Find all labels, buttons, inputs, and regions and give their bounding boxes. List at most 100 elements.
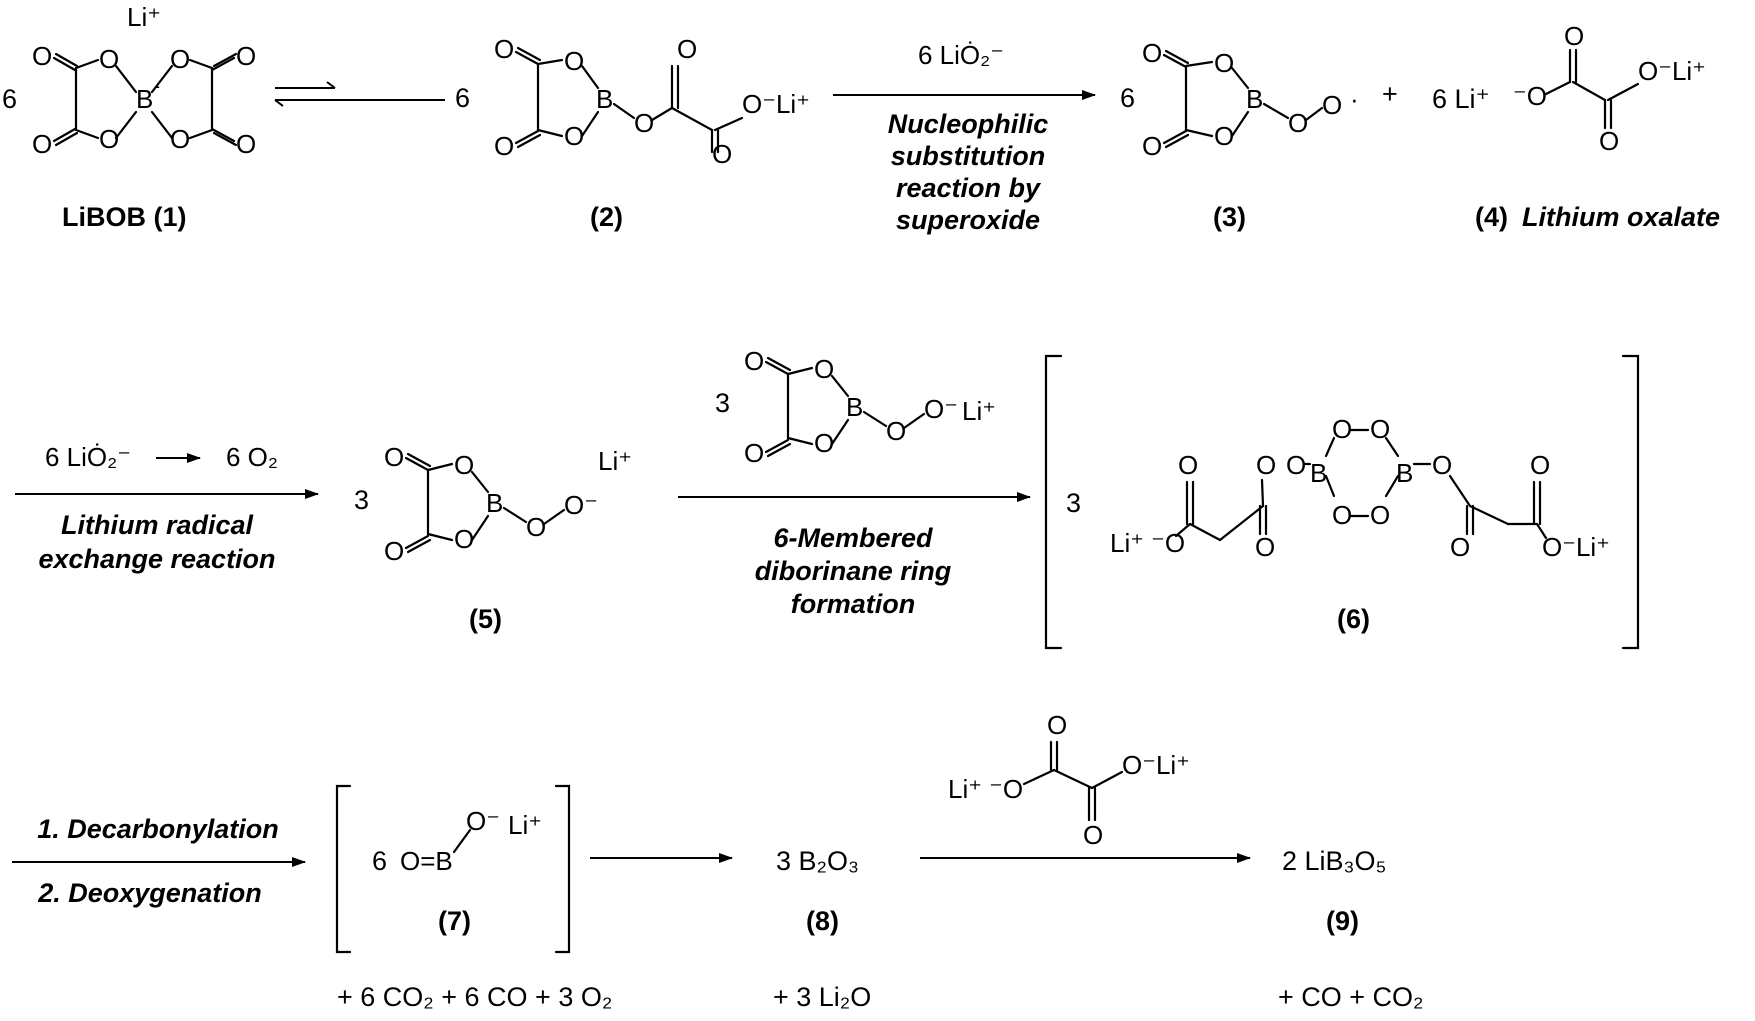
arrow2-top-left: 6 LiȮ₂⁻ [45, 442, 131, 472]
compound-5-label: (5) [469, 604, 502, 634]
svg-text:B: B [1246, 84, 1263, 114]
right-bracket-7 [554, 784, 571, 954]
arrow3-reagent-cation: Li⁺ [962, 396, 996, 426]
compound-6-left-ion: Li⁺ ⁻O [1110, 528, 1185, 558]
compound-9: 2 LiB₃O₅ (9) + CO + CO₂ [1278, 846, 1424, 1012]
compound-6-structure: 3 Li⁺ ⁻O O O O O B O O O O B O O O [1044, 354, 1640, 650]
compound-9-formula: 2 LiB₃O₅ [1282, 846, 1386, 876]
equilibrium-arrow [274, 81, 445, 107]
svg-text:O: O [99, 44, 119, 74]
left-bracket-7 [335, 784, 352, 954]
svg-text:O: O [814, 428, 834, 458]
arrow1-reagent: 6 LiȮ₂⁻ [918, 40, 1004, 70]
compound-3-structure: 6 O O O O B O O · + (3) [1120, 38, 1398, 232]
arrow6-left-ion: Li⁺ ⁻O [948, 774, 1023, 804]
svg-text:O: O [1322, 90, 1342, 120]
compound-6-right-ion: O⁻Li⁺ [1542, 532, 1610, 562]
compound-5-cation: Li⁺ [598, 446, 632, 476]
arrow1-caption-line2: substitution [891, 141, 1045, 171]
arrow3-caption-line2: diborinane ring [755, 556, 952, 586]
compound-5-end: O⁻ [564, 490, 598, 520]
compound-8-label: (8) [806, 906, 839, 936]
svg-text:O: O [494, 34, 514, 64]
compound-2-coefficient: 6 [455, 83, 470, 113]
compound-6-coefficient: 3 [1066, 488, 1081, 518]
compound-7-byproducts: + 6 CO₂ + 6 CO + 3 O₂ [337, 982, 612, 1012]
arrow6-right-ion: O⁻Li⁺ [1122, 750, 1190, 780]
compound-9-label: (9) [1326, 906, 1359, 936]
libob-cation: Li⁺ [127, 2, 161, 32]
svg-text:O: O [712, 139, 732, 169]
svg-text:O: O [1432, 450, 1452, 480]
compound-4-label-number: (4) [1475, 202, 1508, 232]
arrow1-caption-line3: reaction by [896, 173, 1042, 203]
svg-text:O: O [1083, 820, 1103, 850]
svg-text:B: B [1396, 458, 1413, 488]
compound-4-coefficient: 6 Li⁺ [1432, 84, 1490, 114]
svg-text:O: O [32, 41, 52, 71]
svg-text:O: O [886, 416, 906, 446]
svg-text:O: O [526, 512, 546, 542]
svg-text:O: O [1214, 48, 1234, 78]
svg-text:O: O [1288, 108, 1308, 138]
svg-text:O: O [1599, 126, 1619, 156]
compound-7-coefficient: 6 [372, 846, 387, 876]
svg-text:O: O [494, 131, 514, 161]
ring-formation-arrow: 3 O O O O B O O⁻ Li⁺ 6-Membered diborina… [678, 346, 1031, 619]
svg-text:O: O [677, 34, 697, 64]
arrow3-reagent-coefficient: 3 [715, 388, 730, 418]
svg-text:O: O [454, 450, 474, 480]
svg-text:O: O [32, 129, 52, 159]
arrow2-caption-line1: Lithium radical [61, 510, 254, 540]
svg-text:O: O [170, 44, 190, 74]
arrow2-top-right: 6 O₂ [226, 442, 278, 472]
svg-text:O: O [1047, 710, 1067, 740]
arrow1-caption-line4: superoxide [896, 205, 1040, 235]
arrow3-reagent-end: O⁻ [924, 394, 958, 424]
svg-text:O: O [384, 442, 404, 472]
arrow2-caption-line2: exchange reaction [38, 544, 275, 574]
oxalate-arrow: Li⁺ ⁻O O O O⁻Li⁺ [920, 710, 1251, 863]
svg-text:O: O [1214, 121, 1234, 151]
svg-text:O: O [634, 108, 654, 138]
substitution-arrow: 6 LiȮ₂⁻ Nucleophilic substitution reacti… [833, 40, 1096, 235]
svg-text:O: O [1564, 21, 1584, 51]
compound-4-label-name: Lithium oxalate [1522, 202, 1720, 232]
svg-text:·: · [1350, 84, 1359, 114]
svg-text:O: O [1256, 450, 1276, 480]
svg-text:O: O [1332, 500, 1352, 530]
radical-exchange-arrow: 6 LiȮ₂⁻ 6 O₂ Lithium radical exchange re… [15, 442, 319, 574]
svg-text:O: O [744, 346, 764, 376]
compound-3-coefficient: 6 [1120, 83, 1135, 113]
arrow3-caption-line3: formation [791, 589, 916, 619]
svg-text:O: O [744, 438, 764, 468]
svg-text:O: O [1255, 532, 1275, 562]
libob-structure: Li⁺ 6 O O O O B - O O O O LiBOB (1) [2, 2, 256, 232]
svg-text:O: O [1142, 38, 1162, 68]
arrow4-top: 1. Decarbonylation [37, 814, 279, 844]
compound-9-byproducts: + CO + CO₂ [1278, 982, 1424, 1012]
svg-text:O: O [814, 354, 834, 384]
svg-text:O: O [1370, 414, 1390, 444]
right-bracket [1621, 354, 1640, 650]
svg-text:O: O [1178, 450, 1198, 480]
compound-7-formula: O=B [400, 846, 453, 876]
arrow1-caption-line1: Nucleophilic [888, 109, 1049, 139]
libob-label: LiBOB (1) [62, 202, 187, 232]
compound-7-anion: O⁻ [466, 806, 500, 836]
svg-text:O: O [454, 524, 474, 554]
compound-8-formula: 3 B₂O₃ [776, 846, 859, 876]
arrow3-caption-line1: 6-Membered [773, 523, 933, 553]
svg-text:B: B [846, 392, 863, 422]
compound-4-anion-left: ⁻O [1513, 81, 1547, 111]
compound-7-cation: Li⁺ [508, 810, 542, 840]
svg-text:O: O [1332, 414, 1352, 444]
compound-6-label: (6) [1337, 604, 1370, 634]
plus-sign: + [1382, 79, 1398, 109]
arrow4-bottom: 2. Deoxygenation [37, 878, 262, 908]
svg-text:O: O [1530, 450, 1550, 480]
svg-text:B: B [1310, 458, 1327, 488]
svg-text:B: B [136, 84, 153, 114]
svg-text:O: O [236, 129, 256, 159]
